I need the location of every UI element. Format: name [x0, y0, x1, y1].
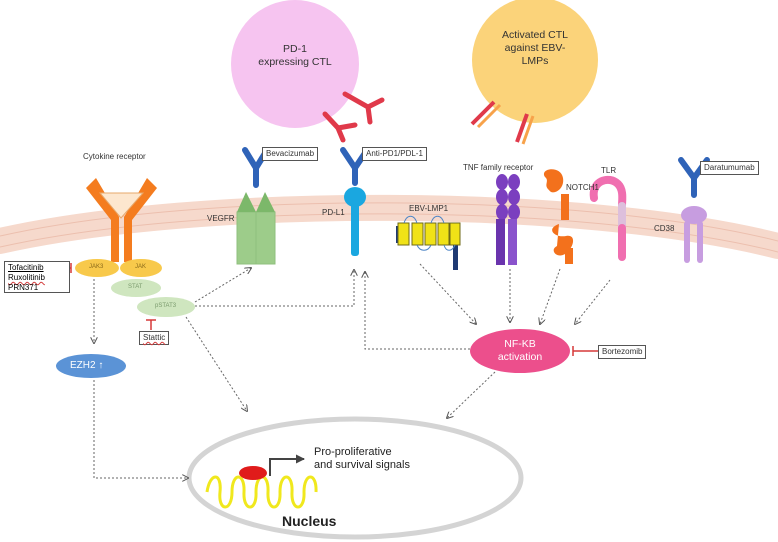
ebv-lmp1-label: EBV-LMP1 — [409, 204, 449, 213]
nfkb-label: NF-KB activation — [470, 338, 570, 364]
tofacitinib-label: Tofacitinib — [8, 263, 44, 272]
vegfr-icon — [236, 192, 276, 265]
signals-line2: and survival signals — [314, 459, 410, 471]
anti-pd1-box: Anti-PD1/PDL-1 — [362, 147, 427, 161]
nucleus-label: Nucleus — [282, 513, 337, 529]
jak3-node — [75, 259, 119, 277]
cell-membrane — [0, 194, 778, 259]
tnf-receptor-icon — [496, 174, 520, 265]
up-arrow-icon: ↑ — [98, 360, 104, 371]
pd1-ctl-text: PD-1 expressing CTL — [258, 43, 332, 68]
jak-inhibitor-box: Tofacitinib Ruxolitinib PRN371 — [4, 261, 70, 293]
vegfr-label: VEGFR — [207, 214, 235, 223]
bevacizumab-box: Bevacizumab — [262, 147, 319, 161]
nfkb-node — [470, 329, 570, 373]
pdl1-label: PD-L1 — [322, 208, 345, 217]
cytokine-receptor-label: Cytokine receptor — [83, 152, 146, 161]
jak-label: JAK — [135, 264, 147, 270]
prn371-label: PRN371 — [8, 283, 39, 292]
pd1-ctl-cell — [231, 0, 359, 128]
transcription-arrow-icon — [269, 454, 305, 476]
notch1-label: NOTCH1 — [566, 183, 599, 192]
cytokine-receptor-icon — [86, 178, 157, 262]
ezh2-text: EZH2 — [70, 360, 96, 371]
ezh2-node — [56, 354, 126, 378]
dna-coil-icon — [205, 475, 318, 509]
notch1-icon — [543, 169, 574, 264]
activated-ctl-text: Activated CTL against EBV- LMPs — [502, 29, 568, 67]
pstat3-label: pSTAT3 — [155, 303, 177, 309]
stattic-label: Stattic — [143, 333, 166, 342]
signal-arrows — [94, 263, 611, 478]
ezh2-label: EZH2 ↑ — [70, 360, 103, 371]
signals-label: Pro-proliferative and survival signals — [314, 446, 410, 472]
tcr-icon — [470, 100, 535, 145]
pdl1-receptor-icon — [344, 187, 366, 256]
pd1-receptor-icon — [322, 91, 385, 143]
daratumumab-box: Daratumumab — [700, 161, 759, 175]
ebv-lmp1-icon — [396, 215, 461, 270]
cd38-label: CD38 — [654, 224, 675, 233]
jak3-label: JAK3 — [89, 264, 104, 270]
jak-node — [120, 259, 162, 277]
nucleus-outline — [186, 416, 524, 540]
nfkb-text: NF-KB — [504, 338, 536, 350]
stattic-box: Stattic — [139, 331, 170, 345]
stat-label: STAT — [128, 284, 143, 290]
activated-ctl-cell — [472, 0, 598, 123]
cd38-icon — [681, 206, 707, 263]
promoter-icon — [239, 466, 267, 480]
nfkb-activation-text: activation — [497, 351, 543, 363]
activated-ctl-label: Activated CTL against EBV- LMPs — [495, 29, 575, 68]
signals-line1: Pro-proliferative — [314, 446, 392, 458]
tlr-label: TLR — [601, 166, 617, 175]
tnf-receptor-label: TNF family receptor — [463, 163, 534, 172]
tlr-icon — [589, 175, 627, 261]
ruxolitinib-label: Ruxolitinib — [8, 273, 45, 282]
bortezomib-box: Bortezomib — [598, 345, 647, 359]
stat-node — [111, 279, 161, 297]
pstat3-node — [137, 297, 195, 317]
pd1-ctl-label: PD-1 expressing CTL — [255, 43, 335, 69]
